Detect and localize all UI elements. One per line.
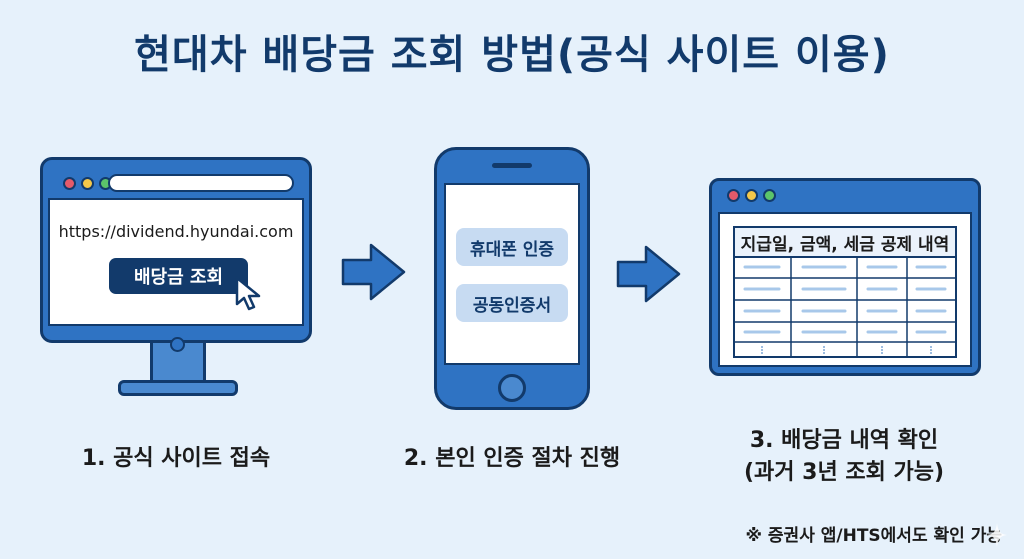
step3-caption: 3. 배당금 내역 확인 (과거 3년 조회 가능) — [694, 425, 994, 489]
certificate-auth-option: 공동인증서 — [456, 284, 568, 322]
window-controls — [63, 177, 112, 190]
page-title: 현대차 배당금 조회 방법(공식 사이트 이용) — [134, 32, 890, 78]
step3-caption-line2: (과거 3년 조회 가능) — [743, 459, 945, 485]
window-controls — [727, 189, 776, 202]
minimize-dot-icon — [81, 177, 94, 190]
maximize-dot-icon — [763, 189, 776, 202]
power-button-icon — [170, 337, 185, 352]
site-url: https://dividend.hyundai.com — [58, 222, 294, 241]
mouse-cursor-icon — [235, 276, 261, 311]
close-dot-icon — [727, 189, 740, 202]
minimize-dot-icon — [745, 189, 758, 202]
mobile-auth-option: 휴대폰 인증 — [456, 228, 568, 266]
footnote: ※ 증권사 앱/HTS에서도 확인 가능 — [745, 526, 1002, 546]
monitor-base — [118, 380, 238, 396]
phone-speaker — [492, 163, 532, 168]
dividend-table — [733, 256, 957, 358]
step1-caption: 1. 공식 사이트 접속 — [81, 446, 271, 471]
sparkle-icon — [987, 523, 1007, 547]
phone-screen — [444, 183, 580, 365]
dividend-table-header: 지급일, 금액, 세금 공제 내역 — [733, 226, 957, 258]
arrow-right-icon — [341, 243, 406, 301]
close-dot-icon — [63, 177, 76, 190]
home-button-icon — [498, 374, 526, 402]
address-bar — [108, 174, 294, 192]
step3-caption-line1: 3. 배당금 내역 확인 — [749, 428, 939, 453]
dividend-lookup-button: 배당금 조회 — [109, 258, 248, 294]
arrow-right-icon — [616, 245, 681, 303]
step2-caption: 2. 본인 인증 절차 진행 — [403, 446, 621, 471]
